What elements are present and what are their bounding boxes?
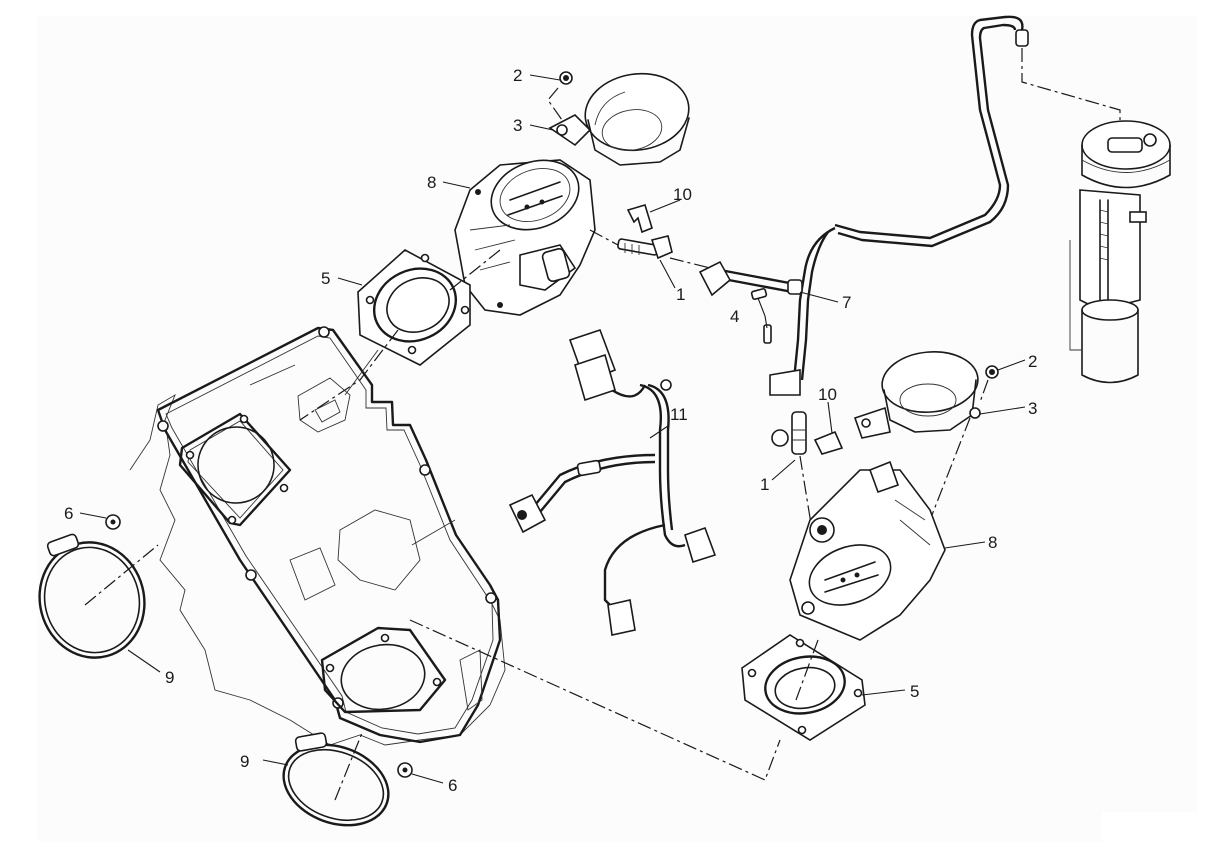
callout-label: 3	[513, 116, 522, 135]
rear-nut	[559, 71, 573, 85]
callout-label: 8	[988, 533, 997, 552]
rear-manifold-flange	[357, 249, 471, 366]
callout-label: 9	[165, 668, 174, 687]
rear-injector	[617, 235, 673, 260]
callout-label: 3	[1028, 399, 1037, 418]
diagram-background-panel	[38, 16, 1198, 842]
front-intake-funnel	[853, 351, 981, 439]
rear-body-axis	[449, 249, 501, 291]
airbox-housing	[129, 326, 506, 746]
callout-leaders	[79, 74, 1026, 784]
front-flange-axis	[795, 639, 819, 701]
screws	[750, 287, 772, 344]
callout-label: 1	[760, 475, 769, 494]
rear-flange-axis	[299, 329, 399, 421]
callout-label: 5	[321, 269, 330, 288]
left-hose-clamp	[38, 533, 146, 659]
front-nut	[985, 365, 999, 379]
rear-injector-axis	[589, 229, 619, 246]
bottom-hose-clamp	[282, 732, 390, 827]
fuel-line-axis	[1021, 48, 1121, 125]
callout-label: 8	[427, 173, 436, 192]
rear-intake-funnel	[548, 72, 690, 166]
front-injector-clip	[813, 430, 844, 455]
callout-label: 4	[730, 307, 739, 326]
front-to-airbox-axis	[409, 619, 781, 781]
front-manifold-flange	[741, 634, 866, 741]
callout-label: 10	[673, 185, 692, 204]
front-nut-axis	[979, 379, 989, 403]
front-injector-axis	[799, 455, 813, 531]
callout-labels: 2 3 8 10 5 1 7 4 11 10 1 2 3 8 5 6 9 9 6	[64, 66, 1037, 795]
front-injector	[771, 411, 807, 455]
rear-nut-axis	[547, 87, 563, 121]
callout-label: 9	[240, 752, 249, 771]
bottom-clamp-axis	[334, 732, 363, 801]
rear-injector-rail-axis	[669, 257, 711, 269]
callout-label: 6	[64, 504, 73, 523]
callout-label: 2	[1028, 352, 1037, 371]
panel-corner-notch	[1102, 812, 1198, 842]
bottom-grommet	[397, 762, 413, 778]
callout-label: 10	[818, 385, 837, 404]
rear-throttle-body	[454, 159, 596, 316]
callout-label: 1	[676, 285, 685, 304]
callout-label: 7	[842, 293, 851, 312]
callout-label: 6	[448, 776, 457, 795]
rear-injector-clip	[626, 204, 653, 234]
front-throttle-body	[789, 460, 946, 641]
fuel-pump-assembly	[1069, 120, 1171, 384]
injector-wiring-harness	[508, 328, 717, 636]
callout-label: 5	[910, 682, 919, 701]
left-grommet	[105, 514, 121, 530]
fuel-rail-hose	[698, 15, 1029, 396]
callout-label: 11	[670, 405, 688, 424]
callout-label: 2	[513, 66, 522, 85]
left-clamp-axis	[84, 544, 159, 606]
